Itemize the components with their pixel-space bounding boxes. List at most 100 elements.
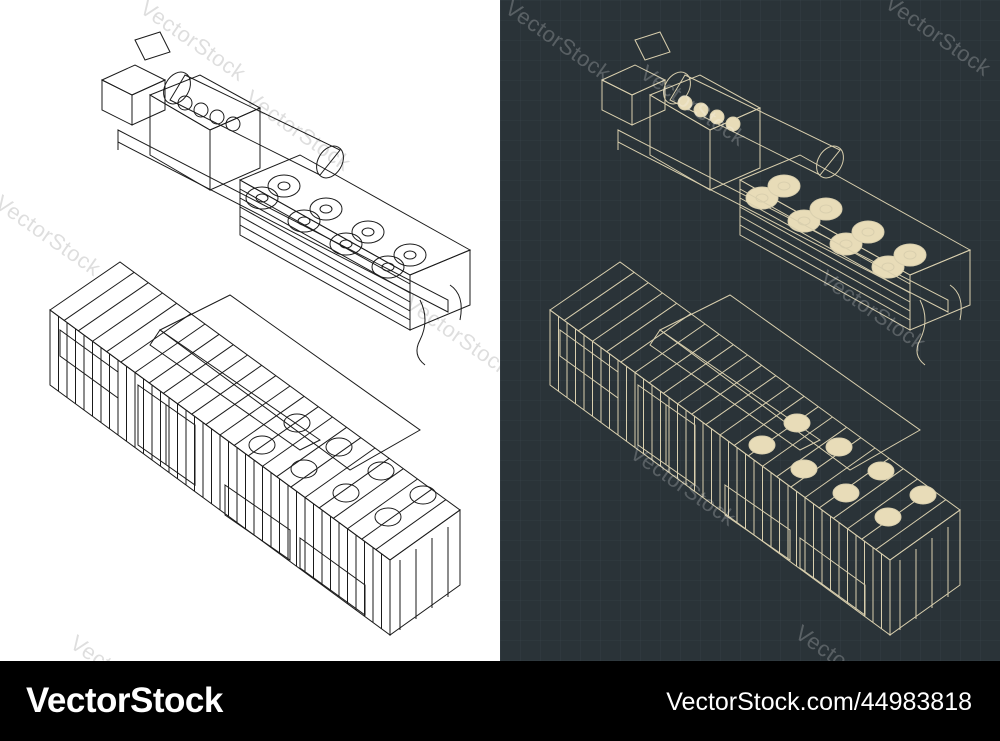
roof-rib [592, 292, 663, 342]
fan-icon [409, 485, 437, 505]
alternator-front [101, 79, 133, 126]
roof-rib [804, 447, 876, 498]
fan-hub [403, 250, 417, 260]
fan-icon [325, 437, 353, 457]
roof-rib [606, 302, 677, 353]
blueprint-panel-light: VectorStock VectorStock VectorStock Vect… [0, 0, 500, 661]
roof-rib [733, 395, 805, 446]
fan-hub [777, 181, 791, 191]
fan-icon [893, 243, 927, 267]
radiator-slat [239, 206, 411, 303]
turbo-icon [709, 109, 725, 125]
brand-logo: VectorStock [26, 681, 223, 720]
roof-rib [361, 488, 432, 540]
roof-rib [691, 364, 762, 415]
silencer-body [169, 74, 341, 176]
fan-hub [319, 204, 333, 214]
fan-icon [309, 197, 343, 221]
fan-icon [245, 186, 279, 210]
container-silencer [649, 329, 821, 451]
engine-top [148, 74, 262, 131]
silencer-end [663, 71, 691, 105]
fan-icon [767, 174, 801, 198]
fan-hub [381, 262, 395, 272]
turbo-icon [225, 116, 241, 132]
fan-hub [861, 227, 875, 237]
roof-rib [634, 323, 706, 373]
coolant-pipe [416, 299, 426, 366]
control-box [634, 31, 671, 61]
roof-rib [233, 395, 305, 446]
radiator-slat [239, 224, 411, 321]
roof-rib [833, 468, 904, 519]
fan-icon [248, 435, 276, 455]
fan-icon [867, 461, 895, 481]
roof-rib [563, 271, 635, 321]
radiator-slat [739, 188, 911, 285]
roof-rib [705, 375, 777, 425]
fan-icon [748, 435, 776, 455]
fan-hub [277, 181, 291, 191]
footer-bar: VectorStock VectorStock.com/44983818 [0, 661, 1000, 741]
roof-rib [762, 416, 833, 467]
radiator-slat [739, 224, 911, 321]
roof-rib [92, 292, 163, 342]
generator-drawing-dark [500, 0, 1000, 661]
fan-icon [267, 174, 301, 198]
turbo-icon [177, 95, 193, 111]
roof-rib [262, 416, 333, 467]
radiator-slat [239, 188, 411, 285]
roof-rib [134, 323, 206, 373]
roof-rib [177, 354, 248, 405]
louvre-panel [59, 329, 119, 399]
fan-icon [371, 255, 405, 279]
fan-hub [361, 227, 375, 237]
control-box [134, 31, 171, 61]
roof-rib [276, 426, 347, 478]
alternator-side [131, 79, 166, 126]
fan-icon [783, 413, 811, 433]
radiator-side [409, 249, 471, 331]
roof-rib [375, 499, 447, 550]
fan-icon [332, 483, 360, 503]
fan-icon [329, 232, 363, 256]
fan-icon [393, 243, 427, 267]
louvre-panel [559, 329, 619, 399]
roof-rib [578, 282, 649, 332]
roof-rib [248, 406, 319, 457]
fan-icon [290, 459, 318, 479]
turbo-icon [693, 102, 709, 118]
fan-icon [825, 437, 853, 457]
roof-rib [333, 468, 404, 519]
louvre-panel [724, 484, 791, 561]
fan-icon [351, 220, 385, 244]
fan-icon [871, 255, 905, 279]
turbo-icon [209, 109, 225, 125]
roof-rib [106, 302, 177, 353]
roof-rib [847, 478, 918, 530]
turbo-icon [677, 95, 693, 111]
fan-icon [851, 220, 885, 244]
roof-rib [776, 426, 847, 478]
radiator-slat [739, 215, 911, 312]
louvre-panel [799, 537, 866, 616]
roof-rib [304, 447, 376, 498]
fan-hub [903, 250, 917, 260]
roof-rib [148, 333, 220, 384]
roof-opening [159, 294, 421, 471]
fan-hub [819, 204, 833, 214]
roof-rib [290, 437, 362, 488]
radiator-top [238, 154, 472, 276]
roof-rib [677, 354, 748, 405]
alternator-top [100, 64, 167, 96]
skid-frame [117, 129, 449, 313]
louvre-panel [299, 537, 366, 616]
silencer-end [316, 145, 344, 179]
fan-icon [287, 209, 321, 233]
fan-icon [790, 459, 818, 479]
coolant-pipe [949, 284, 962, 321]
side-door [637, 384, 696, 486]
alternator-side [631, 79, 666, 126]
coolant-pipe [916, 299, 926, 366]
image-id-text: VectorStock.com/44983818 [666, 688, 972, 716]
